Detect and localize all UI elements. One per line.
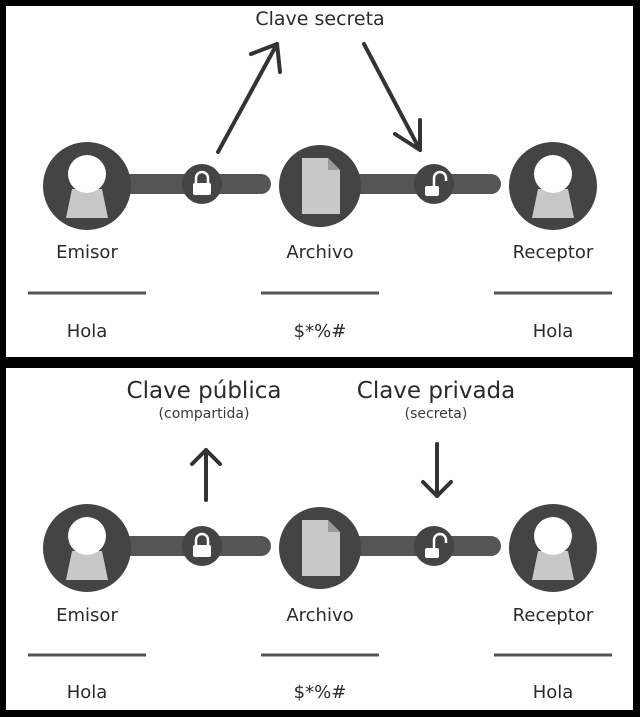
file-message: $*%# xyxy=(293,321,347,342)
lock-icon xyxy=(182,164,222,204)
private-key-subtitle: (secreta) xyxy=(404,406,468,422)
private-key-down-arrow-icon xyxy=(421,442,453,498)
receiver-person-icon xyxy=(509,142,597,230)
secret-key-label: Clave secreta xyxy=(255,8,385,30)
file-message: $*%# xyxy=(293,682,347,703)
symmetric-diagram xyxy=(28,42,612,295)
receiver-message: Hola xyxy=(532,321,574,342)
decrypt-arrow-icon xyxy=(362,42,422,152)
sender-message: Hola xyxy=(66,682,108,703)
sender-label: Emisor xyxy=(56,605,118,626)
asymmetric-diagram xyxy=(28,442,612,657)
private-key-title: Clave privada xyxy=(356,378,516,404)
symmetric-encryption-panel: Clave secreta Emisor Archivo Receptor Ho… xyxy=(6,6,633,357)
sender-label: Emisor xyxy=(56,242,118,263)
lock-icon xyxy=(182,526,222,566)
receiver-person-icon xyxy=(509,504,597,592)
file-document-icon xyxy=(279,507,361,589)
sender-message: Hola xyxy=(66,321,108,342)
receiver-message: Hola xyxy=(532,682,574,703)
encrypt-arrow-icon xyxy=(216,42,282,154)
public-key-title: Clave pública xyxy=(126,378,282,404)
file-label: Archivo xyxy=(286,605,354,626)
unlock-icon xyxy=(414,526,454,566)
receiver-label: Receptor xyxy=(512,605,594,626)
file-document-icon xyxy=(279,145,361,227)
sender-person-icon xyxy=(43,504,131,592)
sender-person-icon xyxy=(43,142,131,230)
asymmetric-encryption-panel: Clave pública (compartida) Clave privada… xyxy=(6,368,633,710)
public-key-up-arrow-icon xyxy=(190,448,222,502)
public-key-subtitle: (compartida) xyxy=(158,406,250,422)
receiver-label: Receptor xyxy=(512,242,594,263)
file-label: Archivo xyxy=(286,242,354,263)
unlock-icon xyxy=(414,164,454,204)
